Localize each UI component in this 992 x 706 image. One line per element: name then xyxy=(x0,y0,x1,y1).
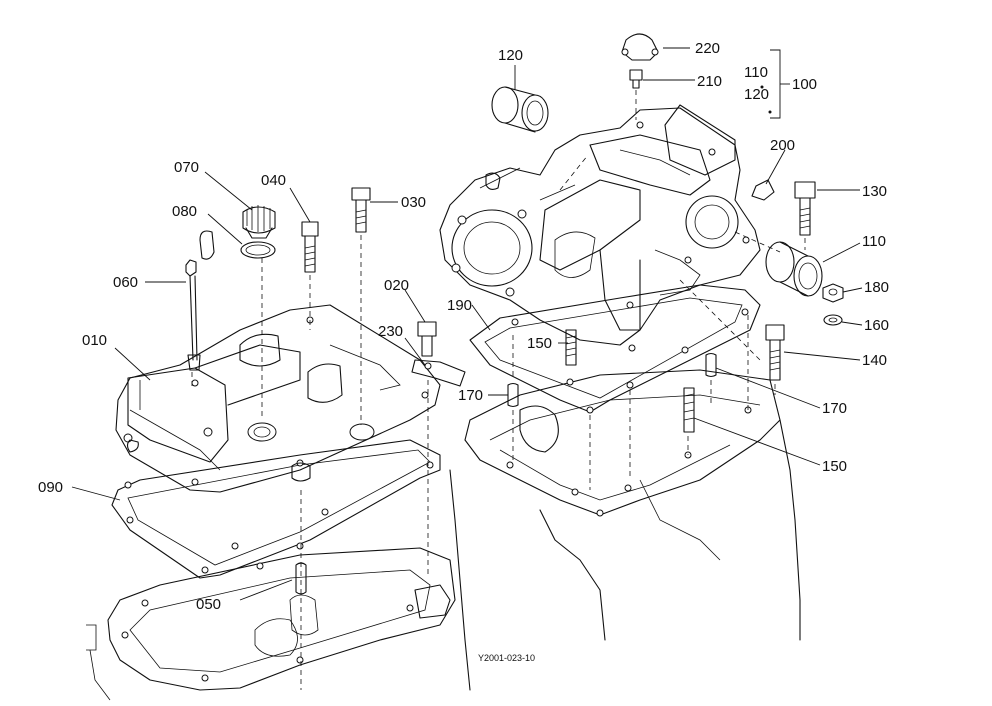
callout-070: 070 xyxy=(174,159,199,176)
callout-090: 090 xyxy=(38,479,63,496)
callout-230: 230 xyxy=(378,323,403,340)
dowel-pin-170-b xyxy=(705,352,717,378)
bushing-110 xyxy=(765,241,823,297)
callout-220: 220 xyxy=(695,40,720,57)
drawing-number: Y2001-023-10 xyxy=(478,653,535,663)
callout-140: 140 xyxy=(862,352,887,369)
callout-040: 040 xyxy=(261,172,286,189)
clamp-230 xyxy=(411,359,466,387)
callout-020: 020 xyxy=(384,277,409,294)
stud-150-b xyxy=(683,387,695,433)
nut-180 xyxy=(822,283,844,303)
callout-100: 100 xyxy=(792,76,817,93)
lift-housing xyxy=(439,104,761,346)
o-ring-080 xyxy=(240,241,276,259)
callout-210: 210 xyxy=(697,73,722,90)
callout-120: 120 xyxy=(498,47,523,64)
callout-120-group: 120 xyxy=(744,86,769,103)
callout-170-a: 170 xyxy=(458,387,483,404)
dowel-pin-050 xyxy=(295,562,307,595)
callout-130: 130 xyxy=(862,183,887,200)
bolt-140 xyxy=(765,324,785,381)
callout-200: 200 xyxy=(770,137,795,154)
transmission-case-right xyxy=(449,369,801,691)
callout-150-b: 150 xyxy=(822,458,847,475)
cover-010 xyxy=(115,304,441,493)
callout-labels: 070 080 060 040 030 010 020 230 090 050 … xyxy=(38,40,889,663)
bolt-040 xyxy=(301,221,319,330)
callout-060: 060 xyxy=(113,274,138,291)
stud-150-a xyxy=(565,329,577,366)
bolt-130 xyxy=(794,181,816,236)
callout-110-group: 110 xyxy=(744,64,768,81)
cap-220 xyxy=(621,33,659,61)
gasket-090 xyxy=(111,439,441,579)
callout-030: 030 xyxy=(401,194,426,211)
washer-160 xyxy=(823,314,843,326)
callout-180: 180 xyxy=(864,279,889,296)
callout-190: 190 xyxy=(447,297,472,314)
bolt-030 xyxy=(351,187,371,425)
bushing-120 xyxy=(491,86,549,133)
dowel-pin-170-a xyxy=(507,382,519,408)
plug-200 xyxy=(751,179,775,201)
oil-cap-070 xyxy=(242,205,276,239)
transmission-case-left xyxy=(86,547,456,701)
callout-160: 160 xyxy=(864,317,889,334)
callout-010: 010 xyxy=(82,332,107,349)
callout-050: 050 xyxy=(196,596,221,613)
callout-110: 110 xyxy=(862,233,886,250)
gasket-190 xyxy=(469,284,761,414)
callout-170-b: 170 xyxy=(822,400,847,417)
dipstick-060 xyxy=(185,230,215,371)
callout-080: 080 xyxy=(172,203,197,220)
leader-lines xyxy=(71,47,863,601)
grease-fitting-210 xyxy=(629,69,643,89)
callout-150-a: 150 xyxy=(527,335,552,352)
bolt-020 xyxy=(417,321,437,357)
